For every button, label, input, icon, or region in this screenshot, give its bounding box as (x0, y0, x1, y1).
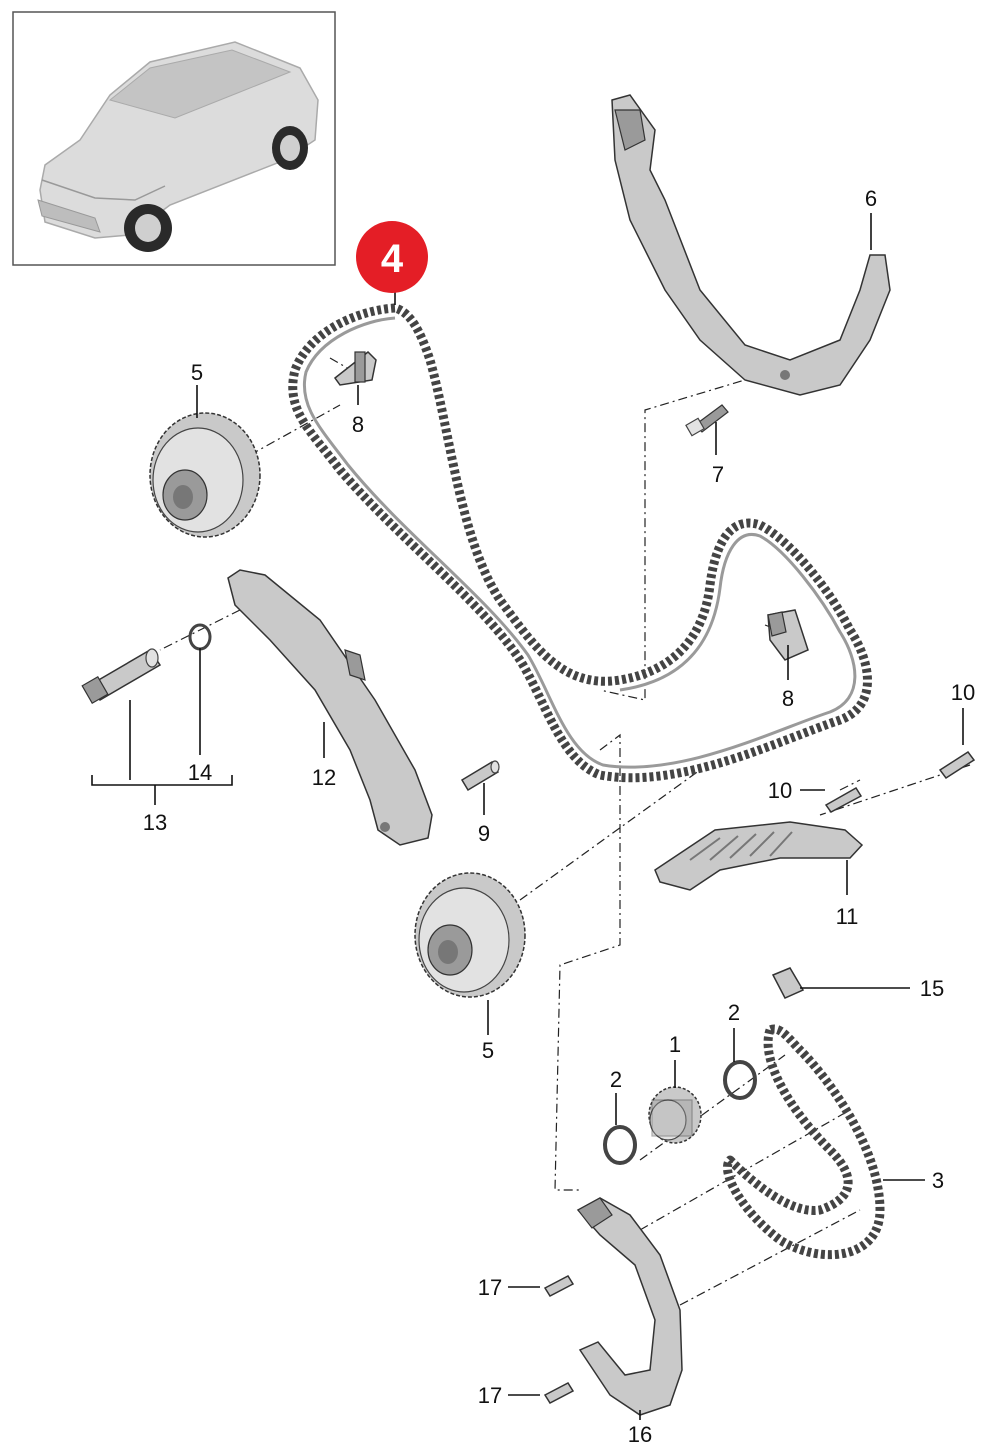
highlight-circle (356, 221, 428, 293)
highlight-label: 4 (381, 237, 404, 281)
label-10-upper[interactable]: 10 (951, 680, 975, 705)
camshaft-adjuster-upper[interactable] (149, 412, 261, 538)
guide-bolt-17-upper[interactable] (543, 1275, 575, 1297)
label-2-right[interactable]: 2 (728, 1000, 740, 1025)
seal-ring[interactable] (188, 623, 212, 651)
main-timing-chain[interactable] (288, 303, 872, 783)
label-16[interactable]: 16 (628, 1422, 652, 1447)
guide-pin[interactable] (460, 760, 500, 792)
highlight-badge[interactable]: 4 (356, 221, 428, 293)
guide-bolt[interactable] (685, 404, 729, 437)
chain-tensioner[interactable] (81, 648, 162, 704)
camshaft-adjuster-lower[interactable] (414, 872, 526, 998)
lower-chain-guide[interactable] (576, 1197, 683, 1416)
leader-lines (91, 213, 964, 1420)
label-10-lower[interactable]: 10 (768, 778, 792, 803)
label-5-upper[interactable]: 5 (191, 360, 203, 385)
lower-guide-rail[interactable] (654, 821, 864, 891)
part-labels: 5 6 7 8 8 10 10 11 12 9 14 13 5 15 1 2 2… (143, 186, 975, 1447)
label-6[interactable]: 6 (865, 186, 877, 211)
alignment-lines (159, 357, 971, 1306)
label-2-left[interactable]: 2 (610, 1067, 622, 1092)
chain-retainer-upper[interactable] (333, 350, 377, 386)
vehicle-thumbnail[interactable] (12, 11, 336, 266)
label-8-lower[interactable]: 8 (782, 686, 794, 711)
label-8-upper[interactable]: 8 (352, 412, 364, 437)
label-7[interactable]: 7 (712, 462, 724, 487)
upper-chain-guide[interactable] (611, 94, 891, 396)
guide-bolt-10-upper[interactable] (938, 750, 976, 780)
crankshaft-sprocket[interactable] (648, 1086, 702, 1144)
suv-car-icon (37, 41, 319, 252)
chain-retainer-lower[interactable] (767, 609, 809, 661)
label-14[interactable]: 14 (188, 760, 212, 785)
chain-clip[interactable] (771, 967, 805, 999)
label-3[interactable]: 3 (932, 1168, 944, 1193)
guide-bolt-17-lower[interactable] (543, 1382, 575, 1404)
washer-left[interactable] (603, 1125, 637, 1165)
label-15[interactable]: 15 (920, 976, 944, 1001)
label-11[interactable]: 11 (836, 904, 859, 929)
label-12[interactable]: 12 (312, 765, 336, 790)
label-13[interactable]: 13 (143, 810, 167, 835)
label-1[interactable]: 1 (669, 1032, 681, 1057)
label-17-upper[interactable]: 17 (478, 1275, 502, 1300)
label-5-lower[interactable]: 5 (482, 1038, 494, 1063)
label-9[interactable]: 9 (478, 821, 490, 846)
secondary-timing-chain[interactable] (722, 1024, 885, 1260)
guide-bolt-10-lower[interactable] (824, 786, 863, 813)
washer-right[interactable] (723, 1060, 757, 1100)
label-17-lower[interactable]: 17 (478, 1383, 502, 1408)
tensioner-rail[interactable] (227, 569, 433, 846)
